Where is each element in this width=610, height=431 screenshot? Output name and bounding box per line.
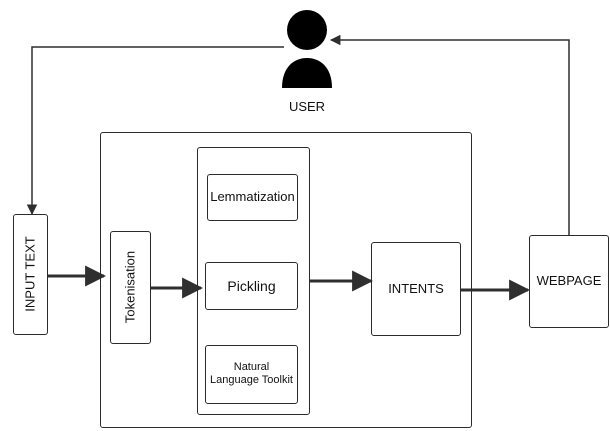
user-body-shape bbox=[282, 58, 332, 88]
user-head-shape bbox=[287, 10, 327, 50]
user-to-input-arrow bbox=[26, 46, 284, 216]
input-text-label: INPUT TEXT bbox=[22, 236, 38, 312]
webpage-label: WEBPAGE bbox=[536, 273, 602, 289]
intents-box bbox=[371, 242, 461, 336]
main-processing-container bbox=[100, 132, 472, 428]
nltk-box bbox=[205, 345, 298, 404]
webpage-to-user-arrow bbox=[329, 34, 570, 235]
lemmatization-label: Lemmatization bbox=[210, 189, 295, 205]
pickling-label: Pickling bbox=[227, 277, 276, 294]
pickling-box bbox=[205, 262, 298, 310]
intents-label: INTENTS bbox=[388, 280, 444, 296]
user-label: USER bbox=[288, 98, 326, 114]
nlp-tools-container bbox=[197, 147, 310, 415]
input-text-box bbox=[13, 214, 48, 335]
webpage-box bbox=[529, 235, 609, 328]
tokenisation-box bbox=[110, 231, 151, 344]
lemmatization-box bbox=[207, 174, 298, 221]
user-icon bbox=[282, 10, 332, 88]
nltk-label: Natural Language Toolkit bbox=[210, 361, 293, 386]
tokenisation-label: Tokenisation bbox=[122, 250, 138, 324]
